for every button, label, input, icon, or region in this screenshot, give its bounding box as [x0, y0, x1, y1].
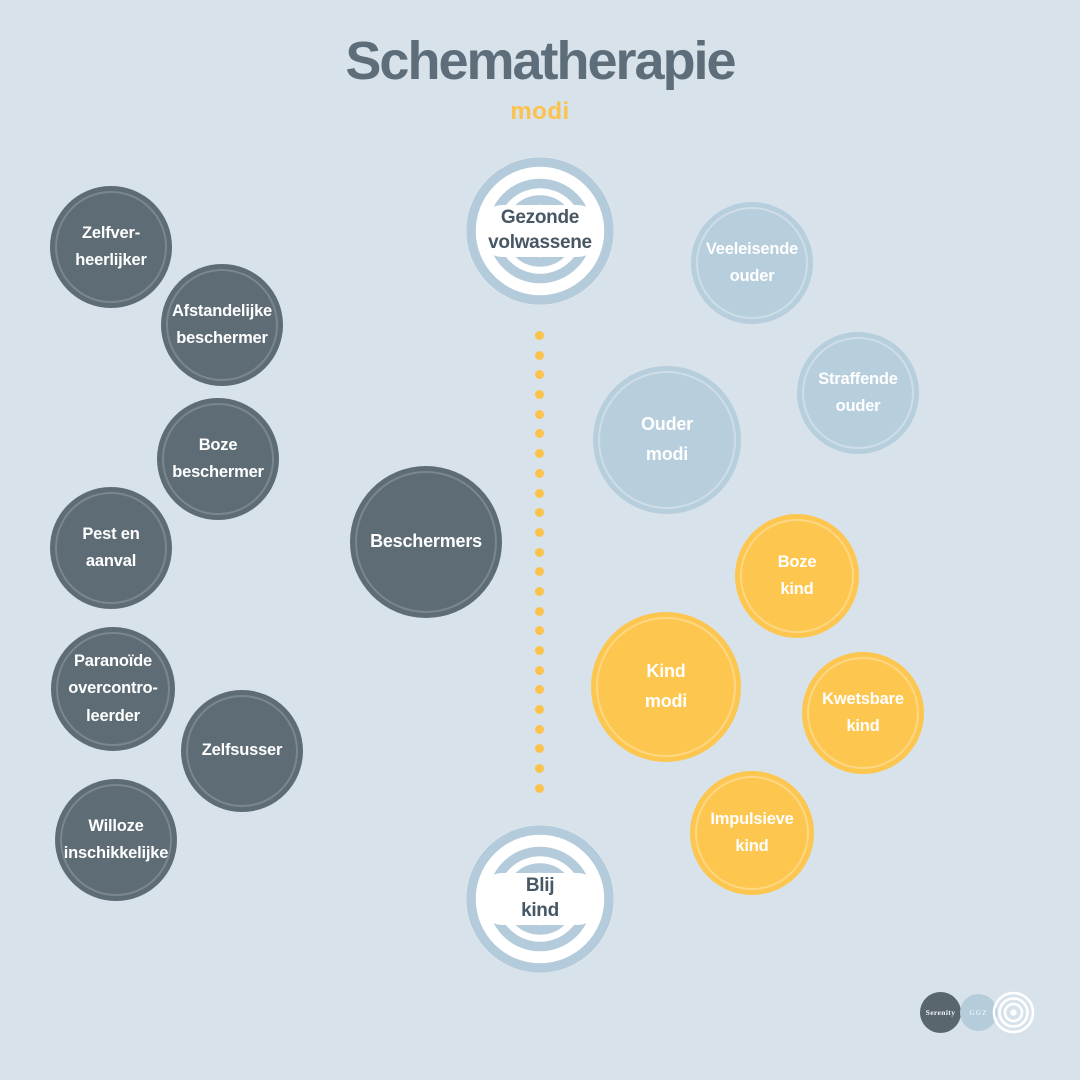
- mode-label: Veeleisende ouder: [705, 239, 799, 285]
- mode-circle-beschermers: Beschermers: [350, 466, 502, 618]
- mode-circle-kwetsbare-kind: Kwetsbare kind: [802, 652, 924, 774]
- node-gezonde-volwassene: Gezonde volwassene: [465, 156, 615, 306]
- mode-label: Pest en aanval: [82, 524, 140, 570]
- page-title: Schematherapie: [345, 31, 736, 91]
- concentric-rings-icon: [466, 825, 614, 973]
- dotted-divider-line: [535, 331, 544, 793]
- mode-label: Kwetsbare kind: [822, 689, 904, 735]
- mode-label: Ouder modi: [640, 414, 693, 464]
- mode-circle-zelfverheerlijker: Zelfver- heerlijker: [50, 186, 172, 308]
- mode-label: Beschermers: [370, 531, 482, 552]
- mode-label: Kind modi: [644, 661, 688, 711]
- mode-label: Zelfsusser: [201, 741, 283, 760]
- mode-circle-willoze-inschikkelijke: Willoze inschikkelijke: [55, 779, 177, 901]
- mode-label: Willoze inschikkelijke: [63, 816, 169, 862]
- mode-circle-veeleisende-ouder: Veeleisende ouder: [691, 202, 813, 324]
- logo-serenity-text: Serenity: [925, 1008, 956, 1017]
- mode-label: Afstandelijke beschermer: [171, 301, 273, 347]
- mode-circle-afstandelijke-beschermer: Afstandelijke beschermer: [161, 264, 283, 386]
- concentric-rings-icon: [466, 157, 614, 305]
- mode-circle-pest-en-aanval: Pest en aanval: [50, 487, 172, 609]
- mode-circle-paranoide-overcontroleerder: Paranoïde overcontro- leerder: [51, 627, 175, 751]
- mode-circle-straffende-ouder: Straffende ouder: [797, 332, 919, 454]
- logo-ggz-circle: GGZ: [960, 994, 997, 1031]
- node-label: Blij kind: [521, 875, 559, 921]
- mode-label: Paranoïde overcontro- leerder: [68, 652, 158, 725]
- concentric-circles-icon: [992, 991, 1035, 1034]
- mode-label: Boze kind: [777, 552, 817, 598]
- mode-label: Boze beschermer: [172, 435, 264, 481]
- brand-logo: Serenity GGZ: [920, 990, 1036, 1035]
- mode-circle-kind-modi: Kind modi: [591, 612, 741, 762]
- mode-circle-boze-kind: Boze kind: [735, 514, 859, 638]
- mode-label: Impulsieve kind: [710, 809, 794, 855]
- page-subtitle: modi: [510, 98, 570, 125]
- node-label: Gezonde volwassene: [488, 207, 592, 253]
- logo-serenity-circle: Serenity: [920, 992, 961, 1033]
- logo-ggz-text: GGZ: [969, 1008, 988, 1017]
- mode-circle-impulsieve-kind: Impulsieve kind: [690, 771, 814, 895]
- mode-label: Zelfver- heerlijker: [75, 223, 147, 269]
- node-blij-kind: Blij kind: [465, 824, 615, 974]
- mode-circle-zelfsusser: Zelfsusser: [181, 690, 303, 812]
- mode-label: Straffende ouder: [818, 369, 898, 415]
- mode-circle-boze-beschermer: Boze beschermer: [157, 398, 279, 520]
- mode-circle-ouder-modi: Ouder modi: [593, 366, 741, 514]
